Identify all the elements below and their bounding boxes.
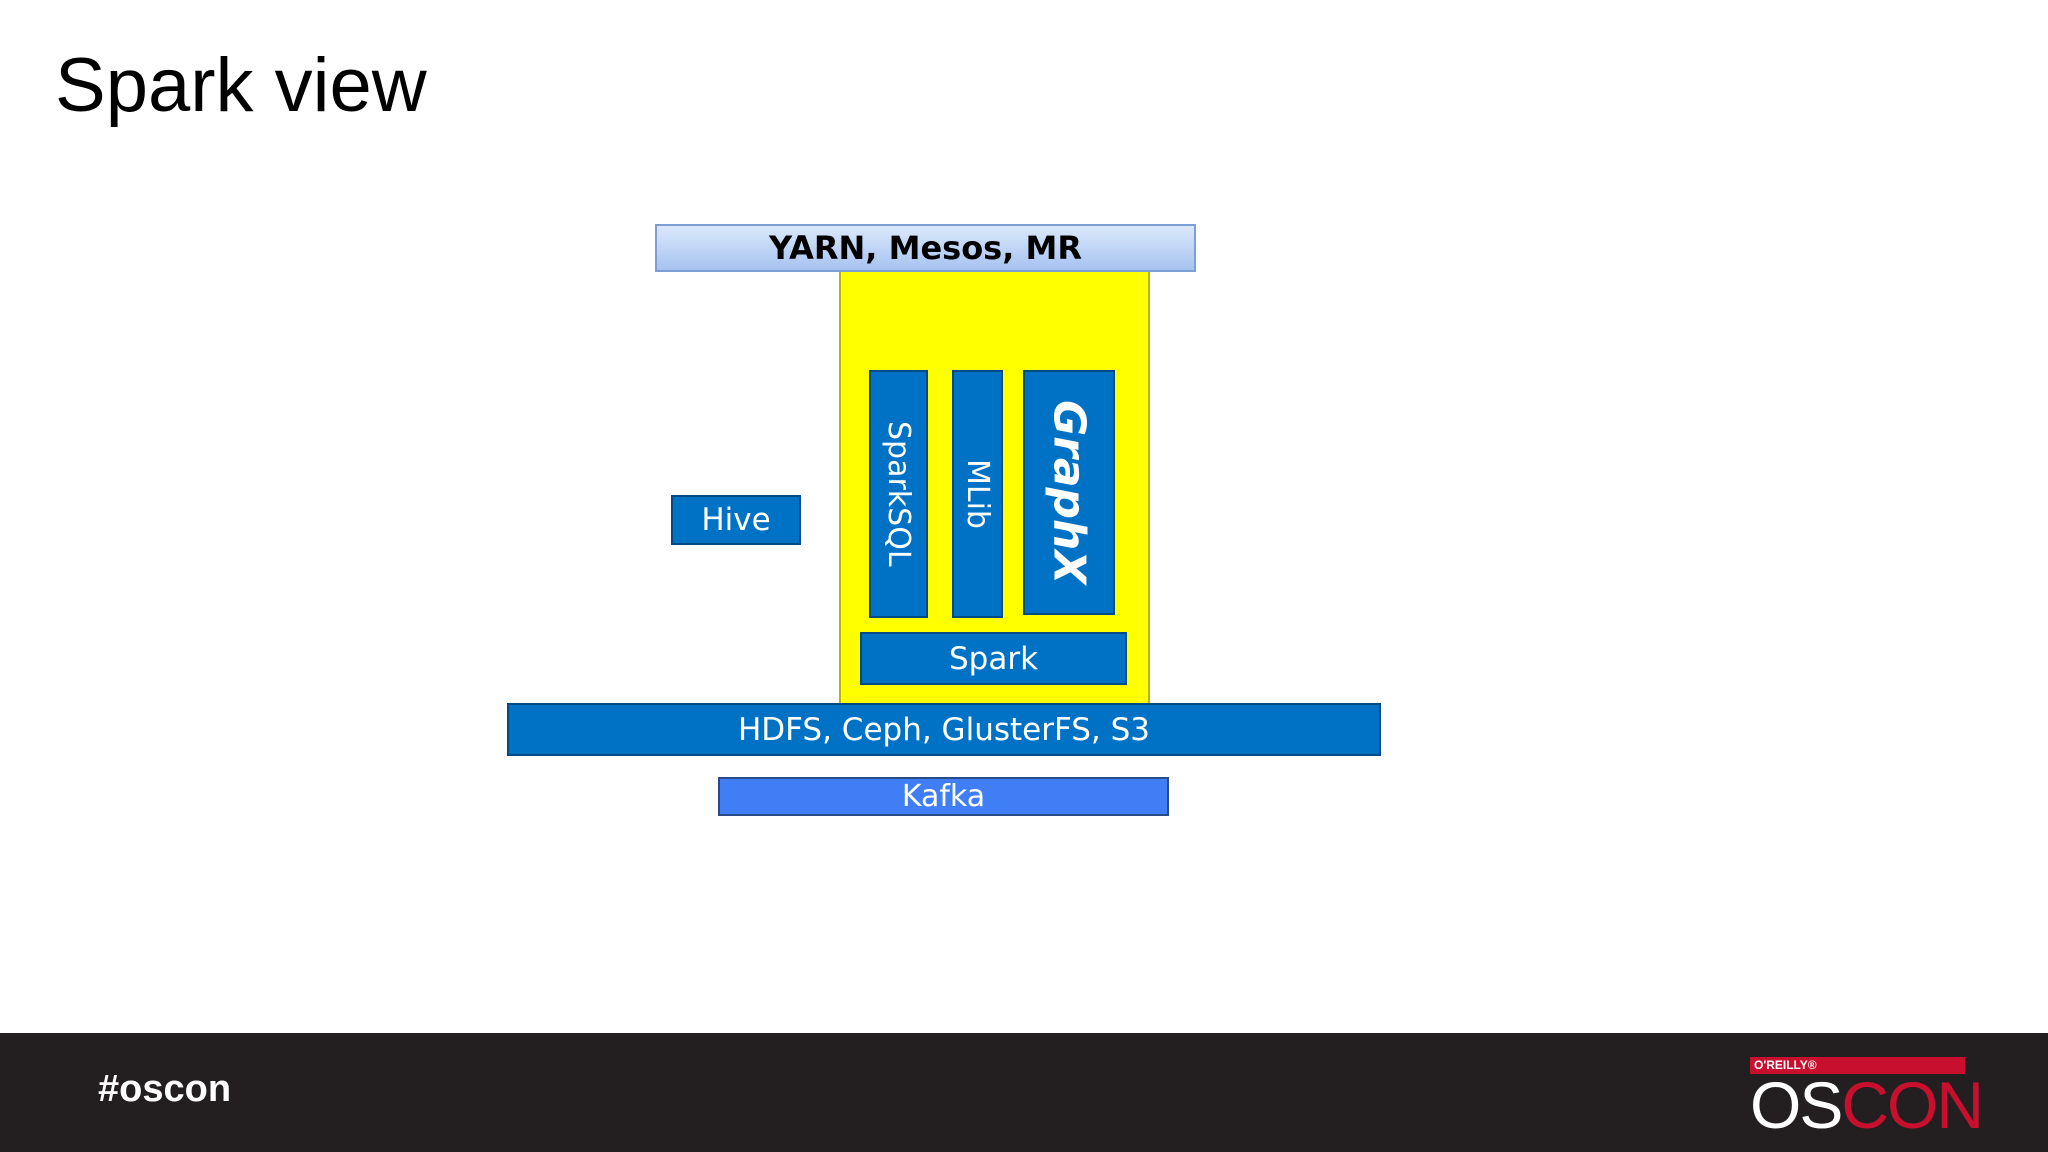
logo-wordmark-con: CON [1841,1068,1984,1142]
kafka-box: Kafka [718,777,1169,816]
slide-title: Spark view [55,43,427,128]
logo-wordmark: OSCON [1750,1072,1984,1138]
sparksql-box: SparkSQL [869,370,928,618]
logo-wordmark-os: OS [1750,1068,1843,1142]
logo-publisher-bar [1750,1057,1965,1074]
footer-bar [0,1033,2048,1152]
logo-publisher-text: O'REILLY® [1754,1058,1817,1072]
oscon-logo: O'REILLY® OSCON [1750,1056,1984,1138]
yarn-mesos-mr-layer: YARN, Mesos, MR [655,224,1196,272]
graphx-box: GraphX [1023,370,1115,615]
mlib-label: MLib [960,459,995,529]
hashtag-label: #oscon [98,1068,232,1110]
hive-box: Hive [671,495,801,545]
graphx-label: GraphX [1043,400,1095,585]
sparksql-label: SparkSQL [881,421,916,567]
spark-core-box: Spark [860,632,1127,685]
mlib-box: MLib [952,370,1003,618]
storage-layer-box: HDFS, Ceph, GlusterFS, S3 [507,703,1381,756]
